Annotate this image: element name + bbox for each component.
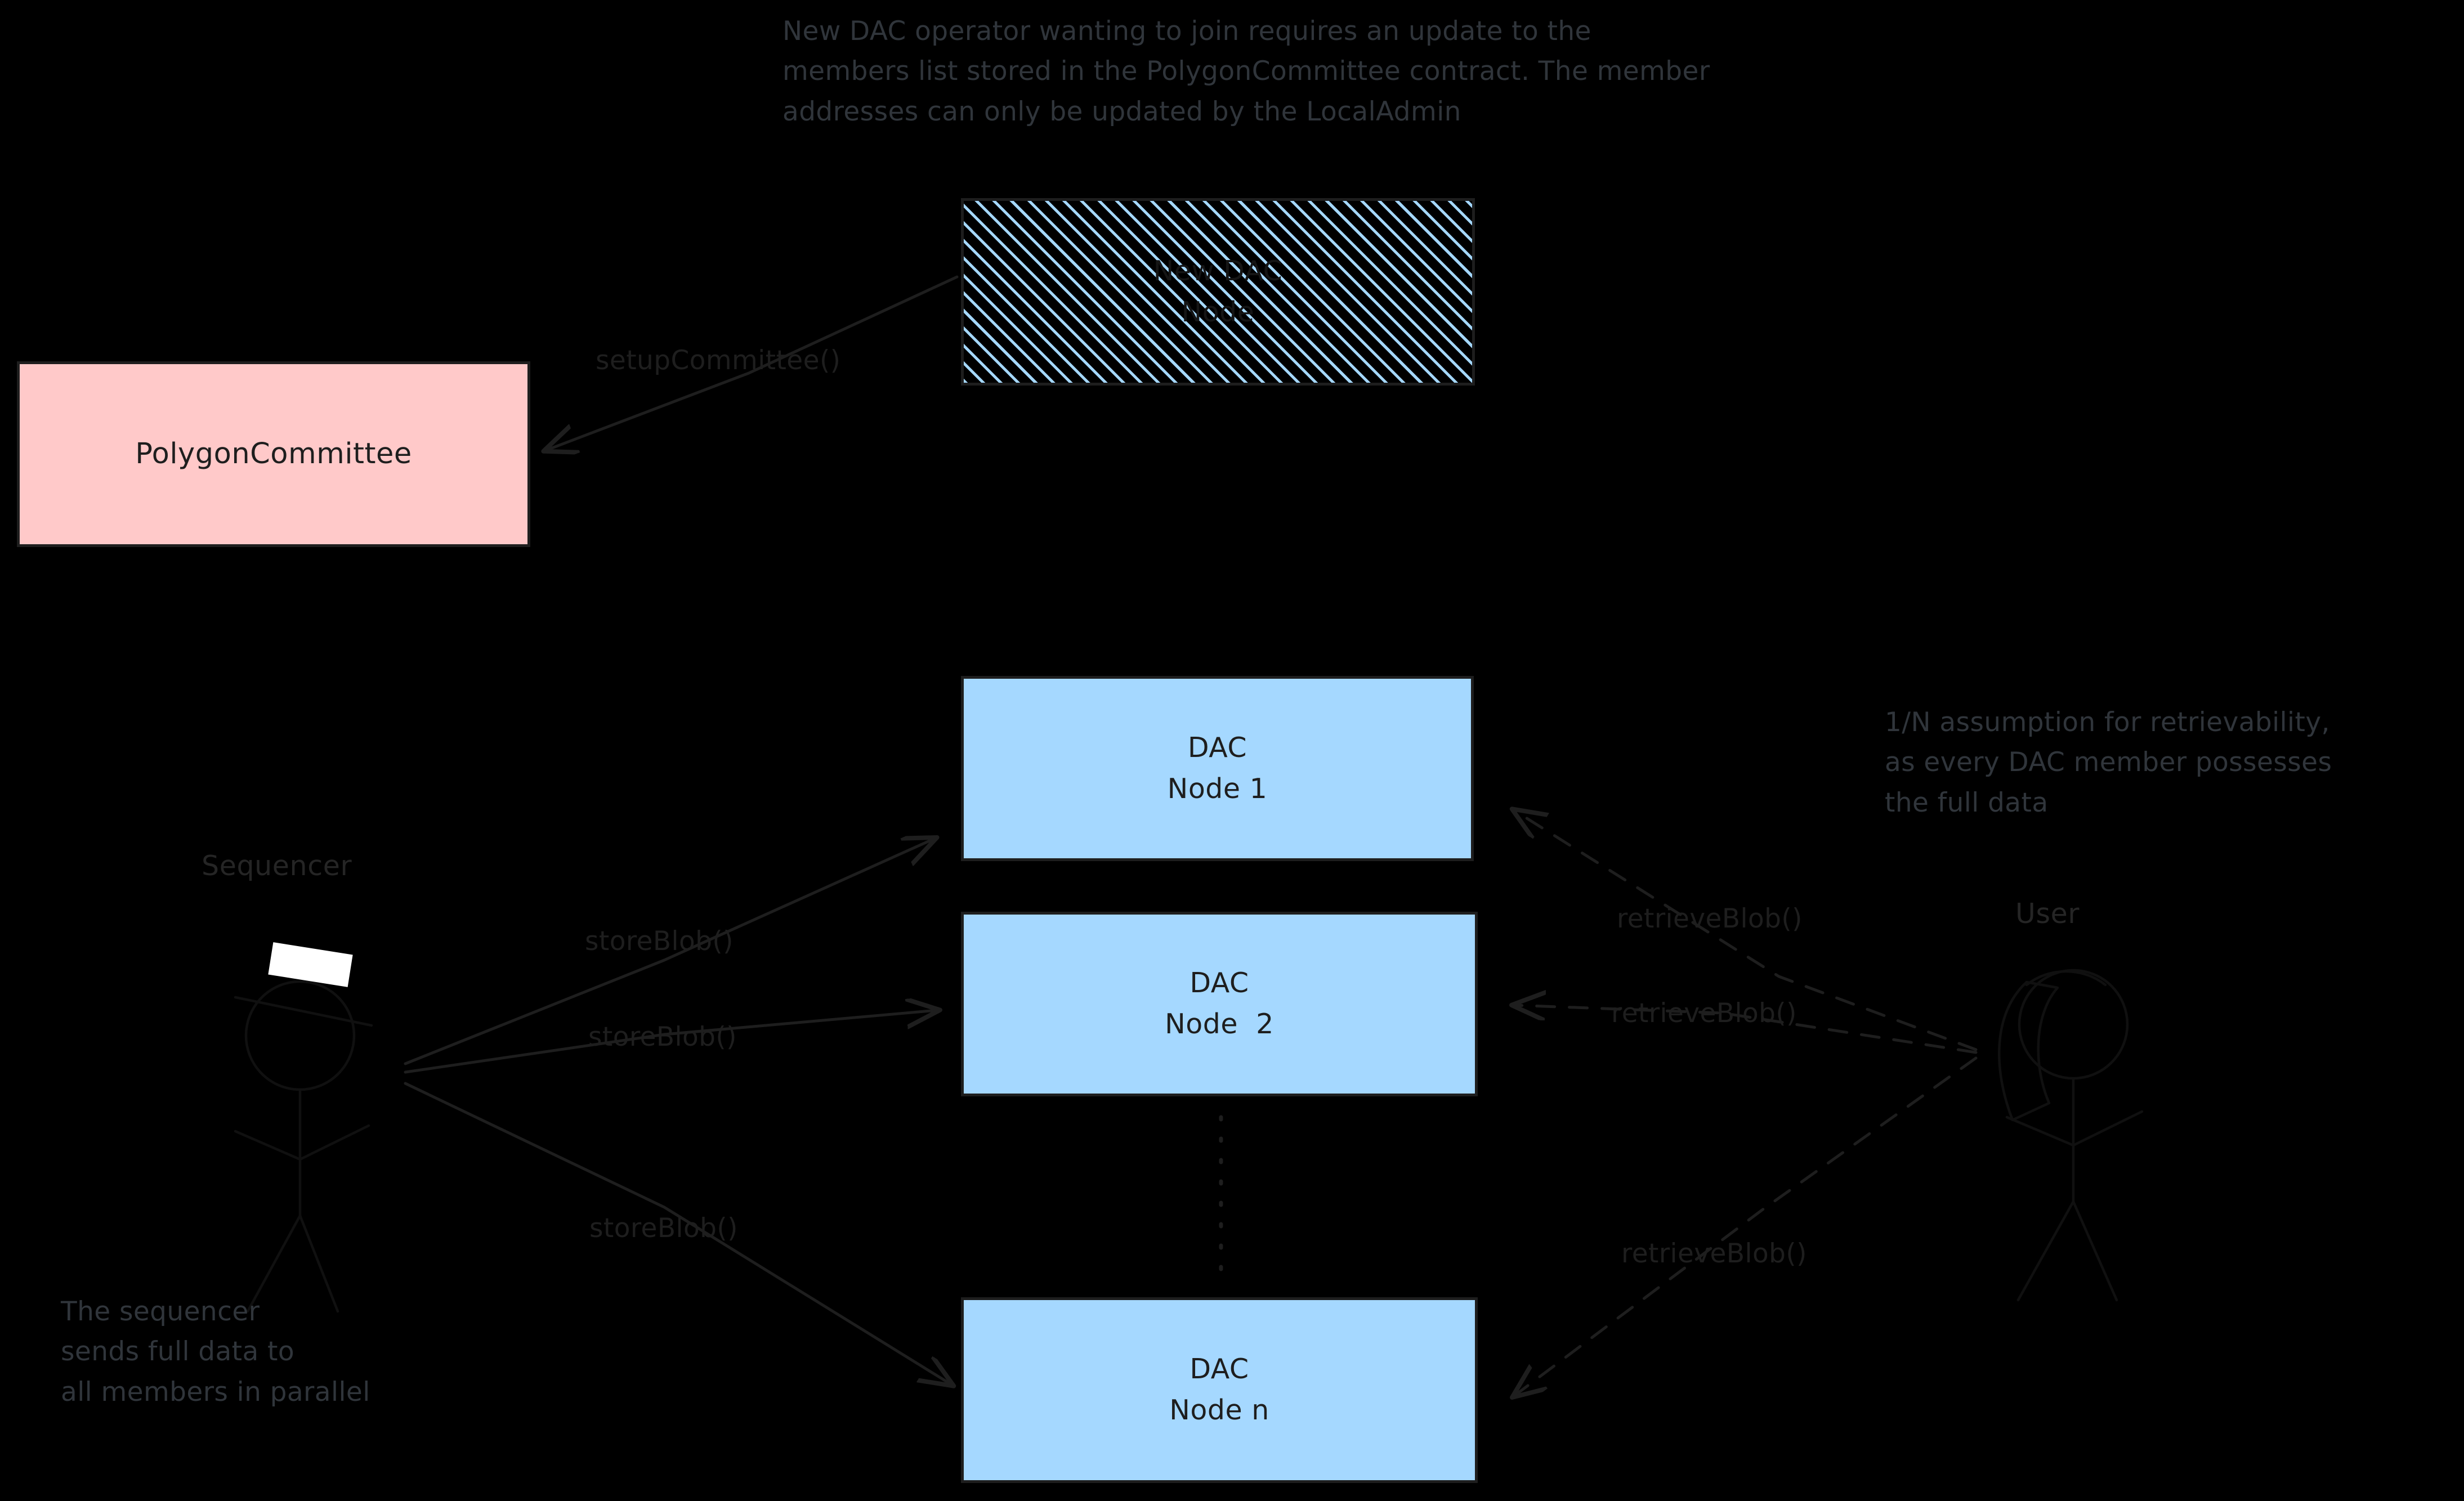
dac-node-n-label-line2: Node n [1169,1394,1269,1426]
sequencer-label: Sequencer [202,850,352,882]
dac-node-n-box[interactable]: DAC Node n [961,1297,1478,1483]
edge-label-retrieve-blob-n: retrieveBlob() [1621,1238,1807,1269]
polygon-committee-label: PolygonCommittee [135,437,412,471]
edge-label-retrieve-blob-1: retrieveBlob() [1617,903,1803,934]
annotation-right: 1/N assumption for retrievability, as ev… [1885,707,2332,818]
sequencer-badge [268,942,353,987]
annotation-top: New DAC operator wanting to join require… [782,16,1710,127]
user-label: User [2015,898,2080,930]
new-dac-node-label-line2: Node [1181,295,1255,328]
new-dac-node-label-line1: New DAC [1153,254,1283,287]
dac-node-2-label-line2: Node 2 [1165,1008,1274,1040]
dac-node-2-label-line1: DAC [1189,967,1249,1000]
edge-label-store-blob-n: storeBlob() [589,1213,738,1244]
edge-label-store-blob-1: storeBlob() [585,926,734,957]
arrow-retrieve-blob-n [1514,1056,1978,1396]
polygon-committee-box[interactable]: PolygonCommittee [17,361,530,547]
edge-label-setup-committee: setupCommittee() [596,345,841,376]
annotation-bottom-left: The sequencer sends full data to all mem… [61,1296,370,1408]
user-figure [1998,969,2144,1302]
dac-node-2-box[interactable]: DAC Node 2 [961,912,1478,1096]
sequencer-figure [234,980,373,1313]
dac-node-1-box[interactable]: DAC Node 1 [961,676,1474,861]
dac-node-1-label-line1: DAC [1187,731,1247,764]
edge-label-store-blob-2: storeBlob() [588,1021,737,1052]
new-dac-node-box[interactable]: New DAC Node [961,198,1475,386]
edge-label-retrieve-blob-2: retrieveBlob() [1611,998,1797,1029]
dac-node-1-label-line2: Node 1 [1167,772,1268,805]
dac-node-n-label-line1: DAC [1189,1353,1249,1386]
